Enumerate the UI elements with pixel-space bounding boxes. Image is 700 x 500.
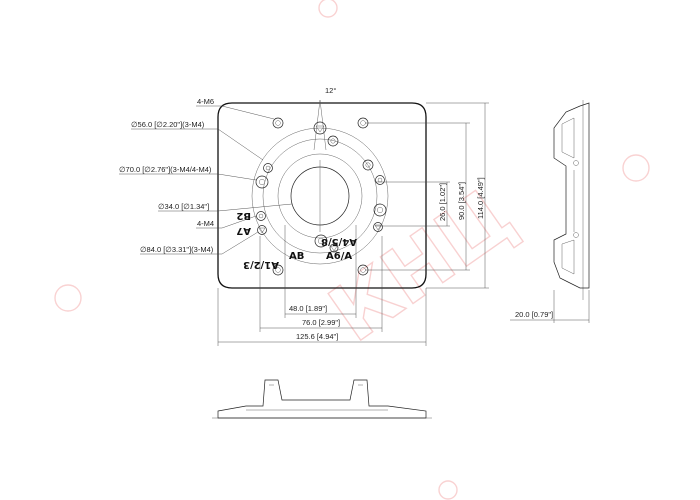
leader-d70 <box>119 173 257 181</box>
top-view: B2 A7 A1/2/3 A4/5/8 AB A6/A <box>217 99 427 289</box>
label-h114: 114.0 [4.49"] <box>476 177 485 219</box>
mounting-plate-outline <box>217 102 427 289</box>
bolt-circle-56 <box>277 153 363 239</box>
mark-ab: AB <box>289 251 304 262</box>
mark-a7: A7 <box>236 225 251 236</box>
watermark-ring-bottom <box>438 480 458 500</box>
side-view-lower-pocket <box>561 239 575 275</box>
m4-hole-top-right <box>327 135 339 147</box>
side-view-screw-lower <box>573 232 579 238</box>
mark-a6a: A6/A <box>326 251 352 262</box>
label-d84: ∅84.0 [∅3.31"](3-M4) <box>140 245 214 254</box>
leader-d34 <box>158 203 293 212</box>
bolt-circle-70 <box>262 138 378 254</box>
watermark-text: КНЦ <box>314 171 531 360</box>
label-w76: 76.0 [2.99"] <box>302 318 340 327</box>
label-d34: ∅34.0 [∅1.34"] <box>158 202 209 211</box>
callouts: 12° 4-M6 ∅56.0 [∅2.20"](3-M4) ∅70.0 [∅2.… <box>119 86 336 255</box>
side-view-upper-pocket <box>561 117 575 159</box>
leader-holes-m6 <box>196 105 275 120</box>
leader-d56 <box>131 128 264 161</box>
m4-hole-left-lower <box>256 211 266 221</box>
m6-hole-top-left <box>272 117 284 129</box>
label-holes-m6: 4-M6 <box>197 97 214 106</box>
side-view-outline <box>553 102 590 289</box>
m4-hole-bottom-left <box>257 225 267 235</box>
m6-hole-bottom-left <box>272 264 284 276</box>
watermark-ring-left <box>54 284 82 312</box>
front-view <box>212 379 432 419</box>
watermark-ring-top <box>318 0 338 18</box>
mark-b2: B2 <box>236 210 251 221</box>
label-w125: 125.6 [4.94"] <box>296 332 338 341</box>
m4-hole-upper-left <box>263 163 273 173</box>
horizontal-dimensions: 48.0 [1.89"] 76.0 [2.99"] 125.6 [4.94"] <box>217 225 427 346</box>
label-d56: ∅56.0 [∅2.20"](3-M4) <box>131 120 205 129</box>
m4-hole-upper-right <box>362 159 374 171</box>
label-holes-m4: 4-M4 <box>197 219 214 228</box>
leader-d84 <box>140 231 259 255</box>
vertical-dimensions: 26.0 [1.02"] 90.0 [3.54"] 114.0 [4.49"] <box>365 102 489 289</box>
label-w48: 48.0 [1.89"] <box>289 304 327 313</box>
label-h90: 90.0 [3.54"] <box>457 182 466 220</box>
mark-a458: A4/5/8 <box>321 236 357 247</box>
bolt-circle-84 <box>251 127 389 265</box>
m4-hole-right-middle <box>373 203 387 217</box>
label-h26: 26.0 [1.02"] <box>438 183 447 221</box>
label-d70: ∅70.0 [∅2.76"](3-M4/4-M4) <box>119 165 212 174</box>
m4-hole-left <box>255 175 269 189</box>
mark-a123: A1/2/3 <box>243 259 279 270</box>
m4-hole-bottom-right <box>329 243 339 253</box>
watermark-ring-right <box>622 154 650 182</box>
label-angle: 12° <box>325 86 336 95</box>
m4-hole-lower-right <box>373 222 383 232</box>
angle-line-right <box>319 99 327 151</box>
front-view-outline <box>217 379 427 419</box>
leader-holes-m4 <box>196 215 257 229</box>
side-view-screw-upper <box>573 160 579 166</box>
label-t20: 20.0 [0.79"] <box>515 310 553 319</box>
m4-hole-top <box>313 121 327 135</box>
side-view: 20.0 [0.79"] <box>510 100 590 323</box>
angle-line-left <box>313 99 321 151</box>
m4-hole-right <box>375 175 385 185</box>
m4-hole-bottom <box>314 234 328 248</box>
